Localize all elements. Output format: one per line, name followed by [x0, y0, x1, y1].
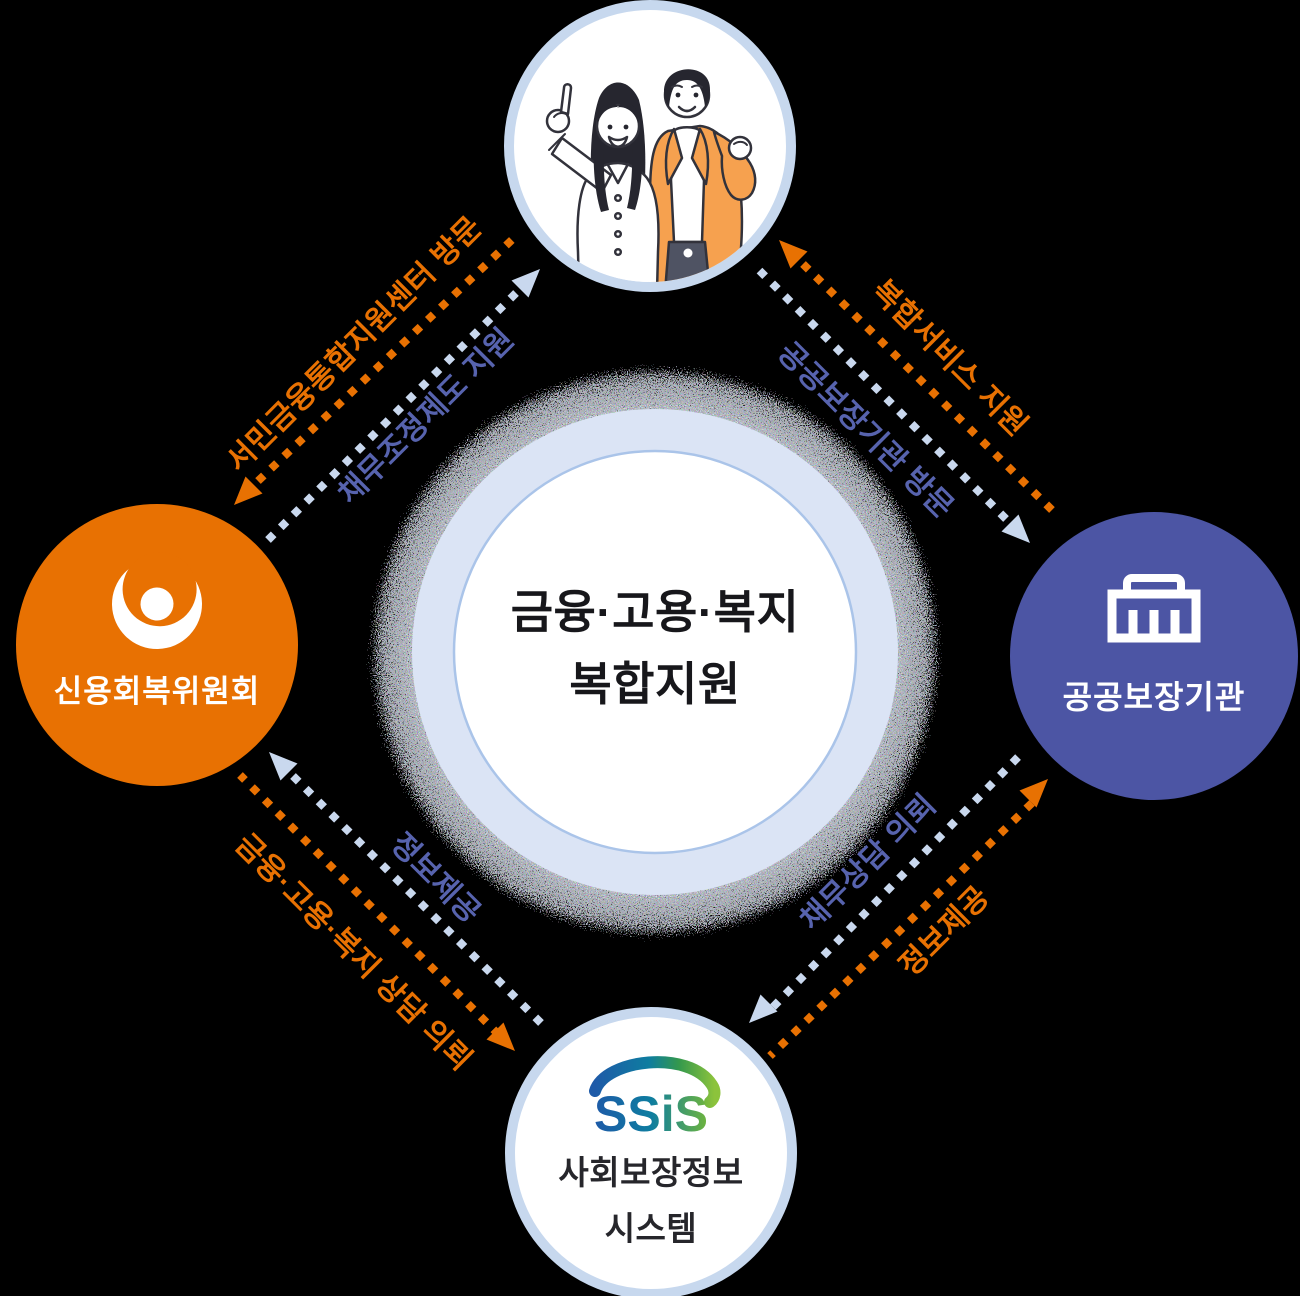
node-people [504, 0, 796, 292]
center-title-line2: 복합지원 [569, 658, 741, 710]
arrowhead [269, 752, 298, 781]
ssis-label: 사회보장정보 시스템 [558, 1145, 743, 1257]
crescent-person-logo-icon [112, 552, 202, 649]
couple-illustration [545, 69, 757, 282]
node-ssis: SSiS 사회보장정보 시스템 [505, 1007, 797, 1296]
arrowhead [1001, 514, 1030, 543]
arrowhead [1019, 779, 1048, 808]
arrowhead [486, 1022, 515, 1051]
ssis-label-line2: 시스템 [604, 1210, 698, 1247]
center-title: 금융·고용·복지 복합지원 [511, 576, 800, 720]
ssis-logo: SSiS [589, 1056, 721, 1139]
ssis-logo-arc [589, 1056, 721, 1108]
bank-building-icon [1107, 574, 1201, 643]
node-public-org: 공공보장기관 [1010, 512, 1298, 800]
node-ccrs: 신용회복위원회 [16, 504, 298, 786]
center-title-line1: 금융·고용·복지 [510, 586, 800, 638]
ccrs-label: 신용회복위원회 [53, 674, 261, 709]
arrowhead [234, 476, 263, 505]
public-org-label: 공공보장기관 [1062, 679, 1246, 715]
ssis-logo-text: SSiS [594, 1086, 708, 1139]
arrowhead [749, 994, 778, 1023]
center-white-circle [452, 449, 858, 855]
ssis-label-line1: 사회보장정보 [558, 1154, 744, 1191]
